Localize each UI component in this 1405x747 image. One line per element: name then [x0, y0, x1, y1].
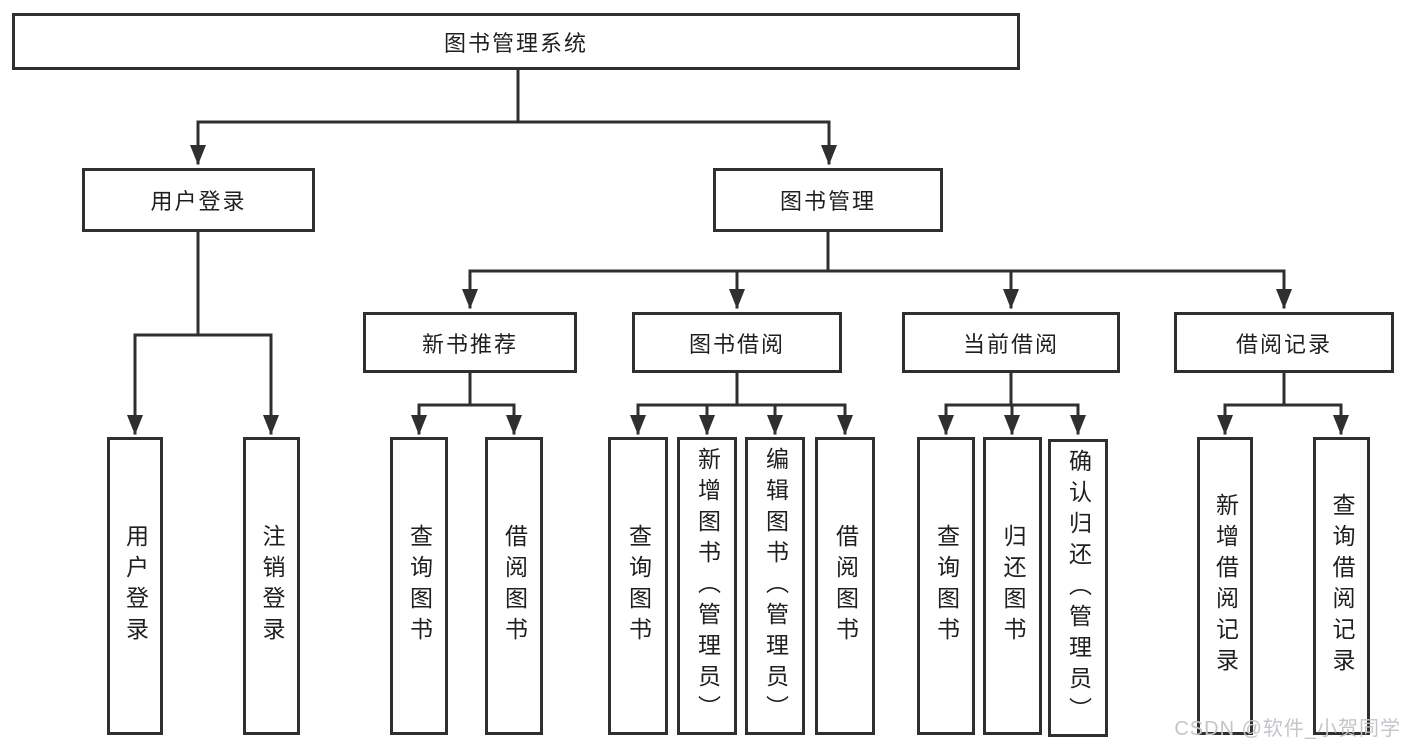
node-cb-return-books-label: 归还图书 — [1000, 524, 1026, 648]
node-borrow-records: 借阅记录 — [1174, 312, 1394, 373]
node-root-label: 图书管理系统 — [443, 30, 588, 56]
csdn-watermark: CSDN @软件_小贺同学 — [1174, 718, 1401, 740]
node-book-management: 图书管理 — [713, 168, 943, 232]
node-bb-borrow-books-label: 借阅图书 — [832, 524, 859, 648]
node-br-query-record: 查询借阅记录 — [1313, 437, 1370, 735]
node-book-borrow: 图书借阅 — [632, 312, 842, 373]
node-bb-query-books: 查询图书 — [608, 437, 668, 735]
node-nr-borrow-books-label: 借阅图书 — [501, 524, 528, 648]
node-nr-query-books-label: 查询图书 — [406, 524, 433, 648]
node-bb-borrow-books: 借阅图书 — [815, 437, 875, 735]
node-user-login-label: 用户登录 — [150, 189, 247, 214]
connector-borrow-records-children — [1223, 371, 1343, 407]
connector-current-borrow-children — [944, 371, 1080, 407]
node-bb-add-books-admin: 新增图书（管理员） — [677, 437, 737, 735]
node-cb-query-books: 查询图书 — [917, 437, 975, 735]
node-cb-return-books: 归还图书 — [983, 437, 1042, 735]
node-current-borrow-label: 当前借阅 — [962, 331, 1059, 357]
node-nr-borrow-books: 借阅图书 — [485, 437, 543, 735]
node-br-add-record: 新增借阅记录 — [1197, 437, 1253, 735]
node-br-add-record-label: 新增借阅记录 — [1212, 493, 1239, 679]
node-cb-query-books-label: 查询图书 — [933, 524, 960, 648]
connector-new-book-recommend-children — [417, 371, 516, 407]
node-new-book-recommend-label: 新书推荐 — [421, 331, 518, 357]
node-nr-query-books: 查询图书 — [390, 437, 448, 735]
connector-root-to-level2 — [196, 68, 831, 124]
node-new-book-recommend: 新书推荐 — [363, 312, 577, 373]
node-cb-confirm-return-admin-label: 确认归还（管理员） — [1065, 448, 1092, 728]
node-cb-confirm-return-admin: 确认归还（管理员） — [1048, 439, 1108, 737]
node-logout-leaf: 注销登录 — [243, 437, 300, 735]
node-borrow-records-label: 借阅记录 — [1235, 331, 1332, 357]
node-book-borrow-label: 图书借阅 — [688, 331, 785, 357]
node-br-query-record-label: 查询借阅记录 — [1329, 493, 1355, 679]
node-bb-add-books-admin-label: 新增图书（管理员） — [694, 446, 721, 726]
connector-user-login-children — [133, 230, 273, 337]
node-book-management-label: 图书管理 — [779, 189, 876, 214]
node-logout-leaf-label: 注销登录 — [259, 524, 285, 648]
node-bb-edit-books-admin-label: 编辑图书（管理员） — [762, 446, 789, 726]
node-root: 图书管理系统 — [12, 13, 1020, 70]
node-user-login-leaf-label: 用户登录 — [122, 524, 149, 648]
connector-book-management-children — [468, 230, 1286, 273]
node-user-login: 用户登录 — [82, 168, 315, 232]
node-current-borrow: 当前借阅 — [902, 312, 1120, 373]
node-user-login-leaf: 用户登录 — [107, 437, 163, 735]
node-bb-edit-books-admin: 编辑图书（管理员） — [745, 437, 805, 735]
node-bb-query-books-label: 查询图书 — [625, 524, 652, 648]
connector-book-borrow-children — [636, 371, 847, 407]
